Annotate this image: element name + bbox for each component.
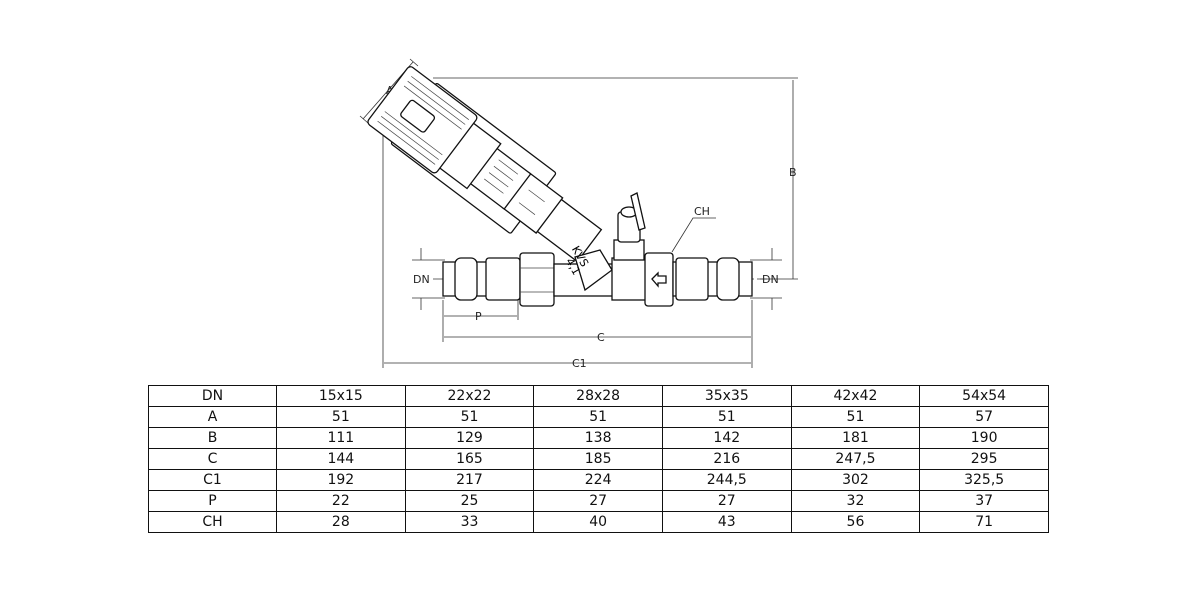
table-cell: 25 xyxy=(404,490,535,512)
table-header-row: DN 15x15 22x22 28x28 35x35 42x42 54x54 xyxy=(148,385,1049,407)
table-cell: 181 xyxy=(790,427,921,449)
table-cell: 51 xyxy=(533,406,663,428)
table-row: P 22 25 27 27 32 37 xyxy=(148,490,1049,512)
header-cell: 42x42 xyxy=(790,385,921,407)
row-label: A xyxy=(148,406,277,428)
table-cell: 43 xyxy=(661,511,792,533)
table-cell: 33 xyxy=(404,511,535,533)
header-cell: 15x15 xyxy=(276,385,406,407)
table-cell: 217 xyxy=(404,469,535,491)
table-cell: 28 xyxy=(276,511,406,533)
label-c1: C1 xyxy=(572,357,587,370)
table-cell: 51 xyxy=(404,406,535,428)
header-cell: 22x22 xyxy=(404,385,535,407)
table-cell: 138 xyxy=(533,427,663,449)
label-ch: CH xyxy=(694,205,710,218)
table-cell: 244,5 xyxy=(661,469,792,491)
row-label: C xyxy=(148,448,277,470)
table-row: B 111 129 138 142 181 190 xyxy=(148,427,1049,449)
table-cell: 144 xyxy=(276,448,406,470)
dimension-table: DN 15x15 22x22 28x28 35x35 42x42 54x54 A… xyxy=(148,385,1049,533)
table-cell: 51 xyxy=(661,406,792,428)
table-cell: 165 xyxy=(404,448,535,470)
table-cell: 224 xyxy=(533,469,663,491)
valve-body: KVS 4,1 xyxy=(442,244,753,307)
label-c: C xyxy=(597,331,605,344)
table-cell: 27 xyxy=(533,490,663,512)
table-row: CH 28 33 40 43 56 71 xyxy=(148,511,1049,533)
label-dn-right: DN xyxy=(762,273,779,286)
row-label: P xyxy=(148,490,277,512)
table-cell: 40 xyxy=(533,511,663,533)
table-cell: 216 xyxy=(661,448,792,470)
table-cell: 192 xyxy=(276,469,406,491)
table-cell: 142 xyxy=(661,427,792,449)
drain-valve xyxy=(613,192,646,261)
flow-arrow-icon xyxy=(651,271,667,288)
table-cell: 302 xyxy=(790,469,921,491)
table-cell: 32 xyxy=(790,490,921,512)
header-cell: 28x28 xyxy=(533,385,663,407)
table-row: A 51 51 51 51 51 57 xyxy=(148,406,1049,428)
table-cell: 129 xyxy=(404,427,535,449)
table-cell: 22 xyxy=(276,490,406,512)
table-cell: 247,5 xyxy=(790,448,921,470)
header-cell: 35x35 xyxy=(661,385,792,407)
header-cell: DN xyxy=(148,385,277,407)
table-cell: 185 xyxy=(533,448,663,470)
table-cell: 71 xyxy=(919,511,1049,533)
header-cell: 54x54 xyxy=(919,385,1049,407)
dimension-lines xyxy=(359,58,798,368)
table-cell: 190 xyxy=(919,427,1049,449)
label-b: B xyxy=(789,166,797,179)
table-cell: 295 xyxy=(919,448,1049,470)
table-cell: 56 xyxy=(790,511,921,533)
table-cell: 51 xyxy=(790,406,921,428)
row-label: C1 xyxy=(148,469,277,491)
label-dn-left: DN xyxy=(413,273,430,286)
table-cell: 111 xyxy=(276,427,406,449)
table-cell: 51 xyxy=(276,406,406,428)
table-cell: 27 xyxy=(661,490,792,512)
table-cell: 325,5 xyxy=(919,469,1049,491)
table-row: C 144 165 185 216 247,5 295 xyxy=(148,448,1049,470)
regulating-head xyxy=(367,66,603,263)
row-label: CH xyxy=(148,511,277,533)
row-label: B xyxy=(148,427,277,449)
table-cell: 57 xyxy=(919,406,1049,428)
label-p: P xyxy=(475,310,482,323)
table-row: C1 192 217 224 244,5 302 325,5 xyxy=(148,469,1049,491)
table-cell: 37 xyxy=(919,490,1049,512)
